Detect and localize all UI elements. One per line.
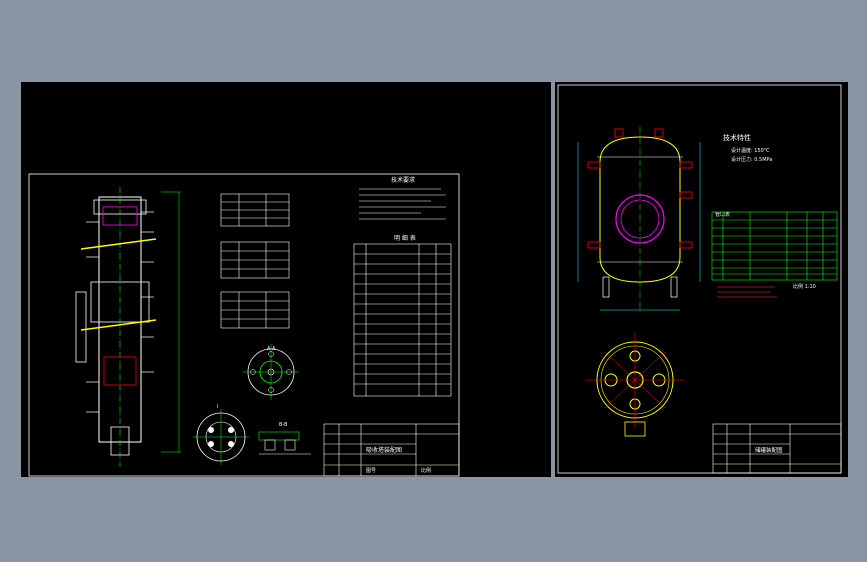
plate-section-view: I — [193, 404, 249, 465]
drawing-sheet-left: 技术要求 明 细 表 A-A — [21, 82, 551, 477]
nozzle-table — [711, 211, 838, 281]
tech-line-1: 设计温度: 150℃ — [731, 147, 770, 154]
notes-heading: 技术要求 — [391, 176, 415, 184]
left-frame — [28, 173, 460, 477]
left-sheet-label: 图号 — [366, 468, 376, 474]
flange-plan-view: A-A — [243, 344, 299, 400]
drawing-sheet-right: 技术特性 设计温度: 150℃ 设计压力: 0.5MPa 管口表 比例 1:10 — [555, 82, 848, 477]
tech-heading: 技术特性 — [723, 133, 751, 142]
left-drawing-title: 吸收塔装配图 — [366, 446, 402, 454]
left-scale-label: 比例 — [421, 467, 431, 474]
tech-line-2: 设计压力: 0.5MPa — [731, 156, 772, 163]
support-detail: B-B — [258, 422, 311, 455]
right-title-block — [712, 423, 842, 474]
parts-list-heading: 明 细 表 — [394, 234, 416, 242]
left-title-block — [323, 423, 460, 477]
scale-text: 比例 1:10 — [793, 283, 816, 290]
tank-elevation — [577, 127, 701, 312]
right-drawing-canvas: 技术特性 设计温度: 150℃ 设计压力: 0.5MPa 管口表 比例 1:10 — [557, 84, 842, 474]
red-notes — [717, 286, 777, 298]
left-drawing-canvas: 技术要求 明 细 表 A-A — [28, 173, 460, 477]
column-elevation — [75, 187, 181, 467]
nozzle-table-heading: 管口表 — [715, 211, 730, 218]
parts-list-table — [353, 243, 452, 397]
nozzle-tables — [220, 193, 290, 329]
right-drawing-title: 储罐装配图 — [755, 446, 783, 454]
detail-label: I — [217, 404, 218, 410]
right-frame — [557, 84, 842, 474]
view-label: B-B — [279, 422, 288, 428]
tank-plan-view — [585, 332, 685, 437]
notes-text-lines — [359, 188, 446, 220]
